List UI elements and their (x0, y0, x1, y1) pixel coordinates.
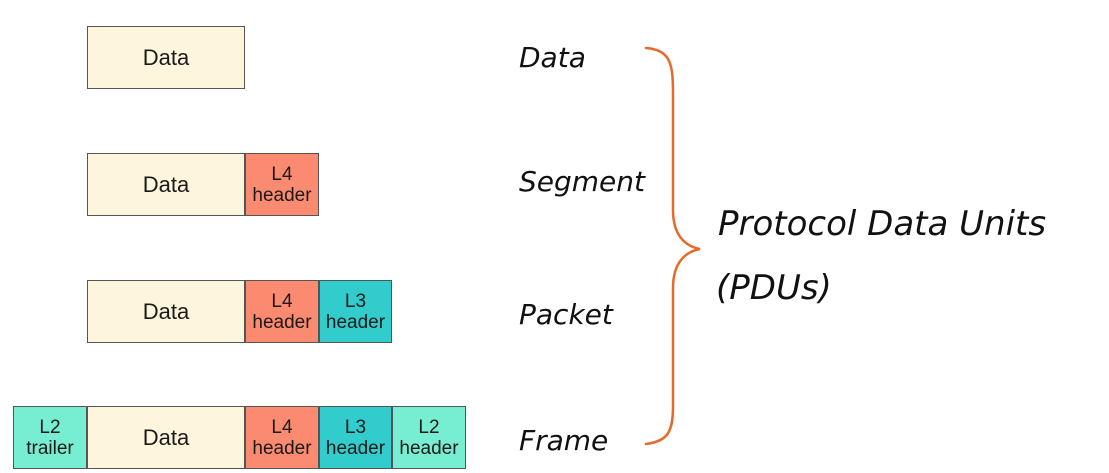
pdu-label-data: Data (519, 41, 586, 74)
data-block: Data (87, 406, 245, 469)
l4-header-line1: L4 (271, 290, 293, 312)
pdu-title-line1: Protocol Data Units (718, 204, 1047, 244)
pdu-label-packet: Packet (519, 298, 613, 331)
l3-header-line1: L3 (344, 290, 367, 312)
curly-brace-path (644, 46, 701, 446)
l2-header-line2: header (399, 437, 459, 459)
data-block-label: Data (142, 424, 190, 450)
l4-header-block: L4 header (245, 153, 319, 216)
data-block: Data (87, 280, 245, 343)
l2-trailer-line1: L2 (39, 416, 61, 438)
pdu-title-line2: (PDUs) (716, 268, 832, 308)
l3-header-block: L3 header (319, 406, 392, 469)
pdu-label-segment: Segment (519, 165, 645, 198)
l4-header-line1: L4 (271, 416, 293, 438)
l4-header-block: L4 header (245, 280, 319, 343)
data-block: Data (87, 26, 245, 89)
l3-header-line1: L3 (344, 416, 367, 438)
l4-header-line2: header (252, 184, 312, 206)
l4-header-line1: L4 (271, 163, 293, 185)
pdu-label-frame: Frame (519, 424, 609, 457)
l3-header-line2: header (325, 311, 386, 333)
l4-header-line2: header (252, 311, 312, 333)
l4-header-block: L4 header (245, 406, 319, 469)
l2-header-block: L2 header (392, 406, 466, 469)
l3-header-block: L3 header (319, 280, 392, 343)
l2-trailer-line2: trailer (26, 437, 74, 459)
l2-trailer-block: L2 trailer (13, 406, 87, 469)
data-block-label: Data (142, 171, 190, 197)
data-block-label: Data (142, 44, 190, 70)
l2-header-line1: L2 (418, 416, 440, 438)
data-block: Data (87, 153, 245, 216)
l4-header-line2: header (252, 437, 312, 459)
data-block-label: Data (142, 298, 190, 324)
l3-header-line2: header (325, 437, 386, 459)
